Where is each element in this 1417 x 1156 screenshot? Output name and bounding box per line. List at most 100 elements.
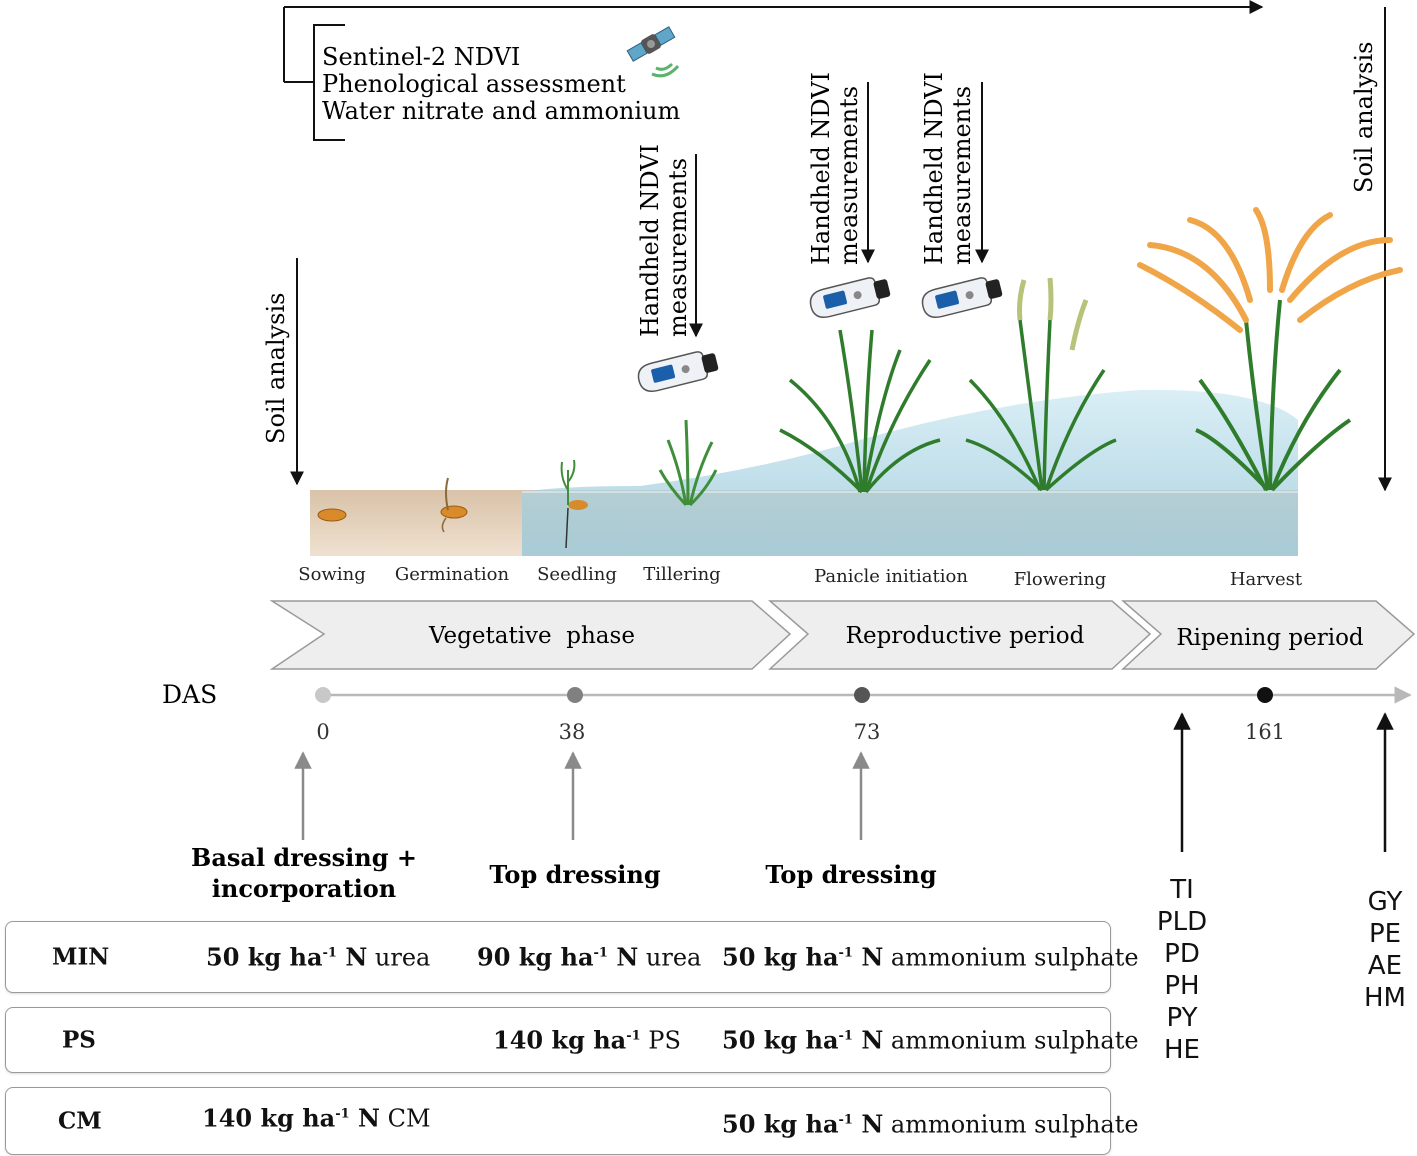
top1-dose: 140 kg ha-1 PS <box>493 1026 681 1055</box>
germinating-seed-icon <box>440 477 468 533</box>
dose-n: N <box>852 1025 884 1055</box>
treatment-row-min: MIN 50 kg ha-1 N urea 90 kg ha-1 N urea … <box>5 921 1139 993</box>
monitoring-line-2: Phenological assessment <box>322 70 626 98</box>
dose-amount: 140 kg ha <box>493 1025 627 1055</box>
dose-exponent: -1 <box>626 1028 641 1044</box>
ndvi-sensor-icon <box>921 277 1003 319</box>
dose-amount: 50 kg ha <box>722 1109 839 1139</box>
flowering-variables: TI PLD PD PH PY HE <box>1142 874 1222 1066</box>
dose-product: ammonium sulphate <box>883 943 1139 972</box>
treatment-row-cm: CM 140 kg ha-1 N CM 50 kg ha-1 N ammoniu… <box>5 1087 1139 1155</box>
monitoring-line-3: Water nitrate and ammonium <box>322 97 680 125</box>
dose-exponent: -1 <box>335 1106 350 1122</box>
phase-vegetative <box>269 600 792 670</box>
treatment-label: PS <box>62 1026 96 1054</box>
ndvi-sensor-icon <box>809 277 891 319</box>
timeline-label: DAS <box>162 680 217 709</box>
stage-label-harvest: Harvest <box>1230 569 1303 590</box>
phase-label-vegetative: Vegetative phase <box>428 623 635 649</box>
dose-n: N <box>349 1103 380 1133</box>
handheld-2-line1: Handheld NDVI <box>807 72 835 265</box>
dose-exponent: -1 <box>322 945 337 961</box>
handheld-1-line2: measurements <box>664 158 692 337</box>
dose-amount: 90 kg ha <box>477 942 594 972</box>
variable: PE <box>1368 919 1402 949</box>
timeline-point-38 <box>567 687 583 703</box>
variable: HM <box>1364 983 1406 1013</box>
dose-n: N <box>852 1109 884 1139</box>
dose-amount: 50 kg ha <box>206 942 323 972</box>
basal-dose: 50 kg ha-1 N urea <box>206 943 430 972</box>
seed-sowing-icon <box>317 508 347 522</box>
variable: PH <box>1164 971 1200 1001</box>
harvest-plant-icon <box>1137 207 1403 492</box>
top2-dose: 50 kg ha-1 N ammonium sulphate <box>722 1109 1139 1138</box>
dose-product: CM <box>379 1104 431 1133</box>
stage-label-flowering: Flowering <box>1014 569 1107 590</box>
phase-label-reproductive: Reproductive period <box>846 623 1085 649</box>
top2-dose: 50 kg ha-1 N ammonium sulphate <box>722 1026 1139 1055</box>
dose-n: N <box>336 942 368 972</box>
handheld-ndvi-3: Handheld NDVI measurements <box>920 72 989 265</box>
stage-label-germination: Germination <box>395 564 510 585</box>
flood-water <box>522 389 1298 556</box>
stage-label-sowing: Sowing <box>298 564 365 585</box>
basal-dressing-label-1: Basal dressing + <box>191 843 417 872</box>
top2-dose: 50 kg ha-1 N ammonium sulphate <box>722 943 1139 972</box>
treatment-row-ps: PS 140 kg ha-1 PS 50 kg ha-1 N ammonium … <box>5 1007 1139 1073</box>
dose-amount: 140 kg ha <box>202 1103 336 1133</box>
dose-product: PS <box>640 1026 681 1055</box>
satellite-icon <box>626 26 676 62</box>
variable: AE <box>1367 951 1403 981</box>
handheld-3-line2: measurements <box>948 86 976 265</box>
dose-exponent: -1 <box>838 945 853 961</box>
dose-product: urea <box>638 943 702 972</box>
dose-exponent: -1 <box>838 1112 853 1128</box>
timeline-tick-38: 38 <box>559 720 586 744</box>
monitoring-line-1: Sentinel-2 NDVI <box>322 43 520 71</box>
variable: PY <box>1166 1003 1198 1033</box>
dose-exponent: -1 <box>593 945 608 961</box>
dose-product: ammonium sulphate <box>883 1110 1139 1139</box>
soil-analysis-end-label: Soil analysis <box>1350 42 1378 194</box>
variable: PD <box>1164 939 1200 969</box>
stage-label-seedling: Seedling <box>537 564 617 585</box>
treatment-label: MIN <box>52 943 110 971</box>
timeline-point-73 <box>854 687 870 703</box>
dose-product: urea <box>367 943 431 972</box>
dose-product: ammonium sulphate <box>883 1026 1139 1055</box>
panicle-initiation-plant-icon <box>779 329 941 494</box>
phase-reproductive <box>767 600 1152 670</box>
stage-label-tillering: Tillering <box>643 564 720 585</box>
phase-ripening <box>1120 600 1416 670</box>
monitoring-bracket <box>283 0 1264 141</box>
handheld-1-line1: Handheld NDVI <box>636 144 664 337</box>
variable: TI <box>1170 875 1194 905</box>
timeline-point-0 <box>315 687 331 703</box>
variable: PLD <box>1156 907 1208 937</box>
variable: HE <box>1164 1035 1200 1065</box>
variable: GY <box>1367 887 1403 917</box>
dose-amount: 50 kg ha <box>722 1025 839 1055</box>
top-dressing-1-label: Top dressing <box>489 860 661 889</box>
dose-exponent: -1 <box>838 1028 853 1044</box>
flowering-plant-icon <box>965 277 1117 492</box>
handheld-3-line1: Handheld NDVI <box>920 72 948 265</box>
basal-dressing-label-2: incorporation <box>212 874 396 903</box>
experiment-diagram: Sentinel-2 NDVI Phenological assessment … <box>162 0 1416 903</box>
handheld-2-line2: measurements <box>835 86 863 265</box>
treatment-label: CM <box>58 1107 102 1135</box>
phase-label-ripening: Ripening period <box>1176 625 1364 651</box>
basal-dose: 140 kg ha-1 N CM <box>202 1104 431 1133</box>
handheld-ndvi-2: Handheld NDVI measurements <box>807 72 875 265</box>
dose-n: N <box>607 942 639 972</box>
phase-chevrons <box>269 600 1416 670</box>
dose-n: N <box>852 942 884 972</box>
ndvi-sensor-icon <box>637 351 719 393</box>
dose-amount: 50 kg ha <box>722 942 839 972</box>
timeline-tick-0: 0 <box>316 720 329 744</box>
timeline-point-161 <box>1257 687 1273 703</box>
signal-waves-icon <box>651 62 680 78</box>
soil-analysis-start-label: Soil analysis <box>262 293 290 445</box>
harvest-variables: GY PE AE HM <box>1345 886 1417 1014</box>
